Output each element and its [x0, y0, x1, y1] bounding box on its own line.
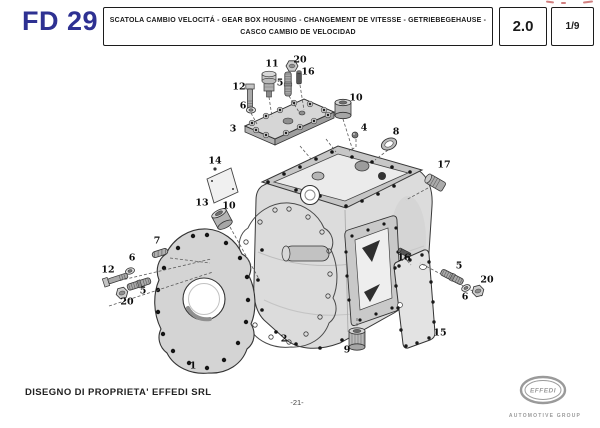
- top-cover: [243, 98, 336, 146]
- part-callout-2: 2: [280, 333, 288, 345]
- part-callout-5: 5: [139, 285, 147, 297]
- logo-text: EFFEDI: [530, 388, 556, 395]
- part-callout-5: 5: [455, 260, 463, 272]
- part-callout-4: 4: [360, 122, 368, 134]
- shim-plate: [206, 167, 239, 204]
- screw-plug: [424, 173, 446, 192]
- part-callout-6: 6: [239, 100, 247, 112]
- part-callout-13: 13: [195, 197, 209, 209]
- section-number-box: 2.0: [499, 7, 547, 46]
- part-callout-16: 16: [301, 66, 315, 78]
- spring-pin: [151, 247, 169, 259]
- part-callout-3: 3: [229, 123, 237, 135]
- part-callout-9: 9: [343, 344, 351, 356]
- front-plate: [154, 228, 256, 374]
- ribbed-bushing: [348, 327, 366, 351]
- part-callout-6: 6: [128, 252, 136, 264]
- side-opening: [344, 215, 402, 326]
- effedi-logo-oval: EFFEDI: [519, 375, 567, 405]
- small-screw: [213, 167, 217, 171]
- section-title-line2: CASCO CAMBIO DE VELOCIDAD: [240, 28, 356, 36]
- part-callout-20: 20: [480, 274, 494, 286]
- part-callout-5: 5: [276, 77, 284, 89]
- part-callout-10: 10: [222, 200, 236, 212]
- part-callout-15: 15: [433, 327, 447, 339]
- bolt: [245, 83, 255, 110]
- section-number: 2.0: [512, 18, 534, 35]
- red-mark: [561, 2, 566, 4]
- page-ref-box: 1/9: [551, 7, 594, 46]
- effedi-logo: EFFEDI AUTOMOTIVE GROUP: [505, 371, 585, 423]
- part-callout-17: 17: [437, 159, 451, 171]
- hex-nut: [470, 284, 486, 298]
- washer: [245, 106, 257, 114]
- page-number: -21-: [290, 398, 304, 407]
- model-code: FD 29: [22, 6, 99, 36]
- logo-subtext: AUTOMOTIVE GROUP: [508, 413, 582, 419]
- section-title-line1: SCATOLA CAMBIO VELOCITÁ - GEAR BOX HOUSI…: [109, 17, 487, 25]
- part-callout-12: 12: [232, 81, 246, 93]
- section-title-box: SCATOLA CAMBIO VELOCITÁ - GEAR BOX HOUSI…: [103, 7, 493, 46]
- part-callout-10: 10: [349, 92, 363, 104]
- seal-ring: [380, 137, 398, 151]
- breather-plug: [261, 70, 277, 98]
- part-callout-11: 11: [265, 58, 279, 70]
- part-callout-16: 16: [397, 252, 411, 264]
- part-callout-6: 6: [461, 291, 469, 303]
- stud: [283, 71, 293, 97]
- page-ref: 1/9: [565, 21, 580, 32]
- part-callout-8: 8: [392, 126, 400, 138]
- part-callout-20: 20: [120, 296, 134, 308]
- part-callout-14: 14: [208, 155, 222, 167]
- property-notice: DISEGNO DI PROPRIETA' EFFEDI SRL: [25, 387, 212, 398]
- part-callout-20: 20: [293, 54, 307, 66]
- part-callout-7: 7: [153, 235, 161, 247]
- part-callout-1: 1: [189, 360, 197, 372]
- steel-ball: [351, 131, 359, 139]
- part-callout-12: 12: [101, 264, 115, 276]
- side-cover: [393, 249, 436, 349]
